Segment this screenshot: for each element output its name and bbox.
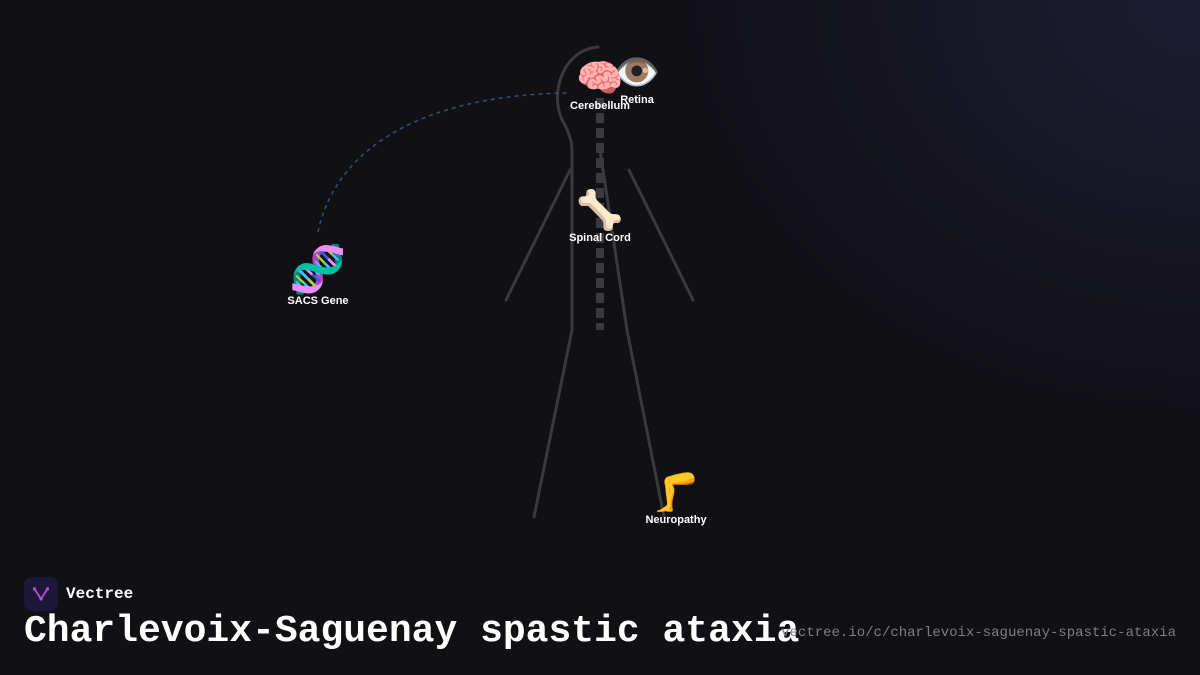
cerebellum-node[interactable]: 🧠 Cerebellum	[560, 56, 640, 112]
vectree-logo-icon	[24, 577, 58, 611]
spinal-cord-label: Spinal Cord	[569, 232, 631, 244]
spinal-cord-node[interactable]: 🦴 Spinal Cord	[560, 188, 640, 244]
bone-icon: 🦴	[576, 188, 624, 232]
left-arm	[504, 168, 572, 302]
gene-connector	[317, 92, 569, 233]
retina-node[interactable]: 👁️ Retina	[605, 50, 669, 106]
cerebellum-label: Cerebellum	[570, 100, 630, 112]
neuropathy-label: Neuropathy	[645, 514, 707, 526]
page-url[interactable]: vectree.io/c/charlevoix-saguenay-spastic…	[781, 625, 1176, 641]
head-outline	[556, 45, 600, 157]
eye-icon: 👁️	[613, 50, 661, 94]
leg-icon: 🦵	[652, 470, 700, 514]
neuropathy-node[interactable]: 🦵 Neuropathy	[636, 470, 716, 526]
dna-icon: 🧬	[289, 242, 347, 296]
retina-label: Retina	[620, 94, 654, 106]
page-title: Charlevoix-Saguenay spastic ataxia	[24, 610, 800, 653]
right-leg	[625, 328, 666, 519]
brand-name: Vectree	[66, 585, 134, 603]
brain-icon: 🧠	[576, 56, 624, 100]
brand[interactable]: Vectree	[24, 577, 133, 611]
left-leg	[532, 328, 574, 519]
right-arm	[627, 168, 695, 302]
torso-right-line	[598, 148, 629, 332]
sacs-gene-label: SACS Gene	[287, 295, 349, 307]
sacs-gene-node[interactable]: 🧬 SACS Gene	[276, 243, 360, 307]
